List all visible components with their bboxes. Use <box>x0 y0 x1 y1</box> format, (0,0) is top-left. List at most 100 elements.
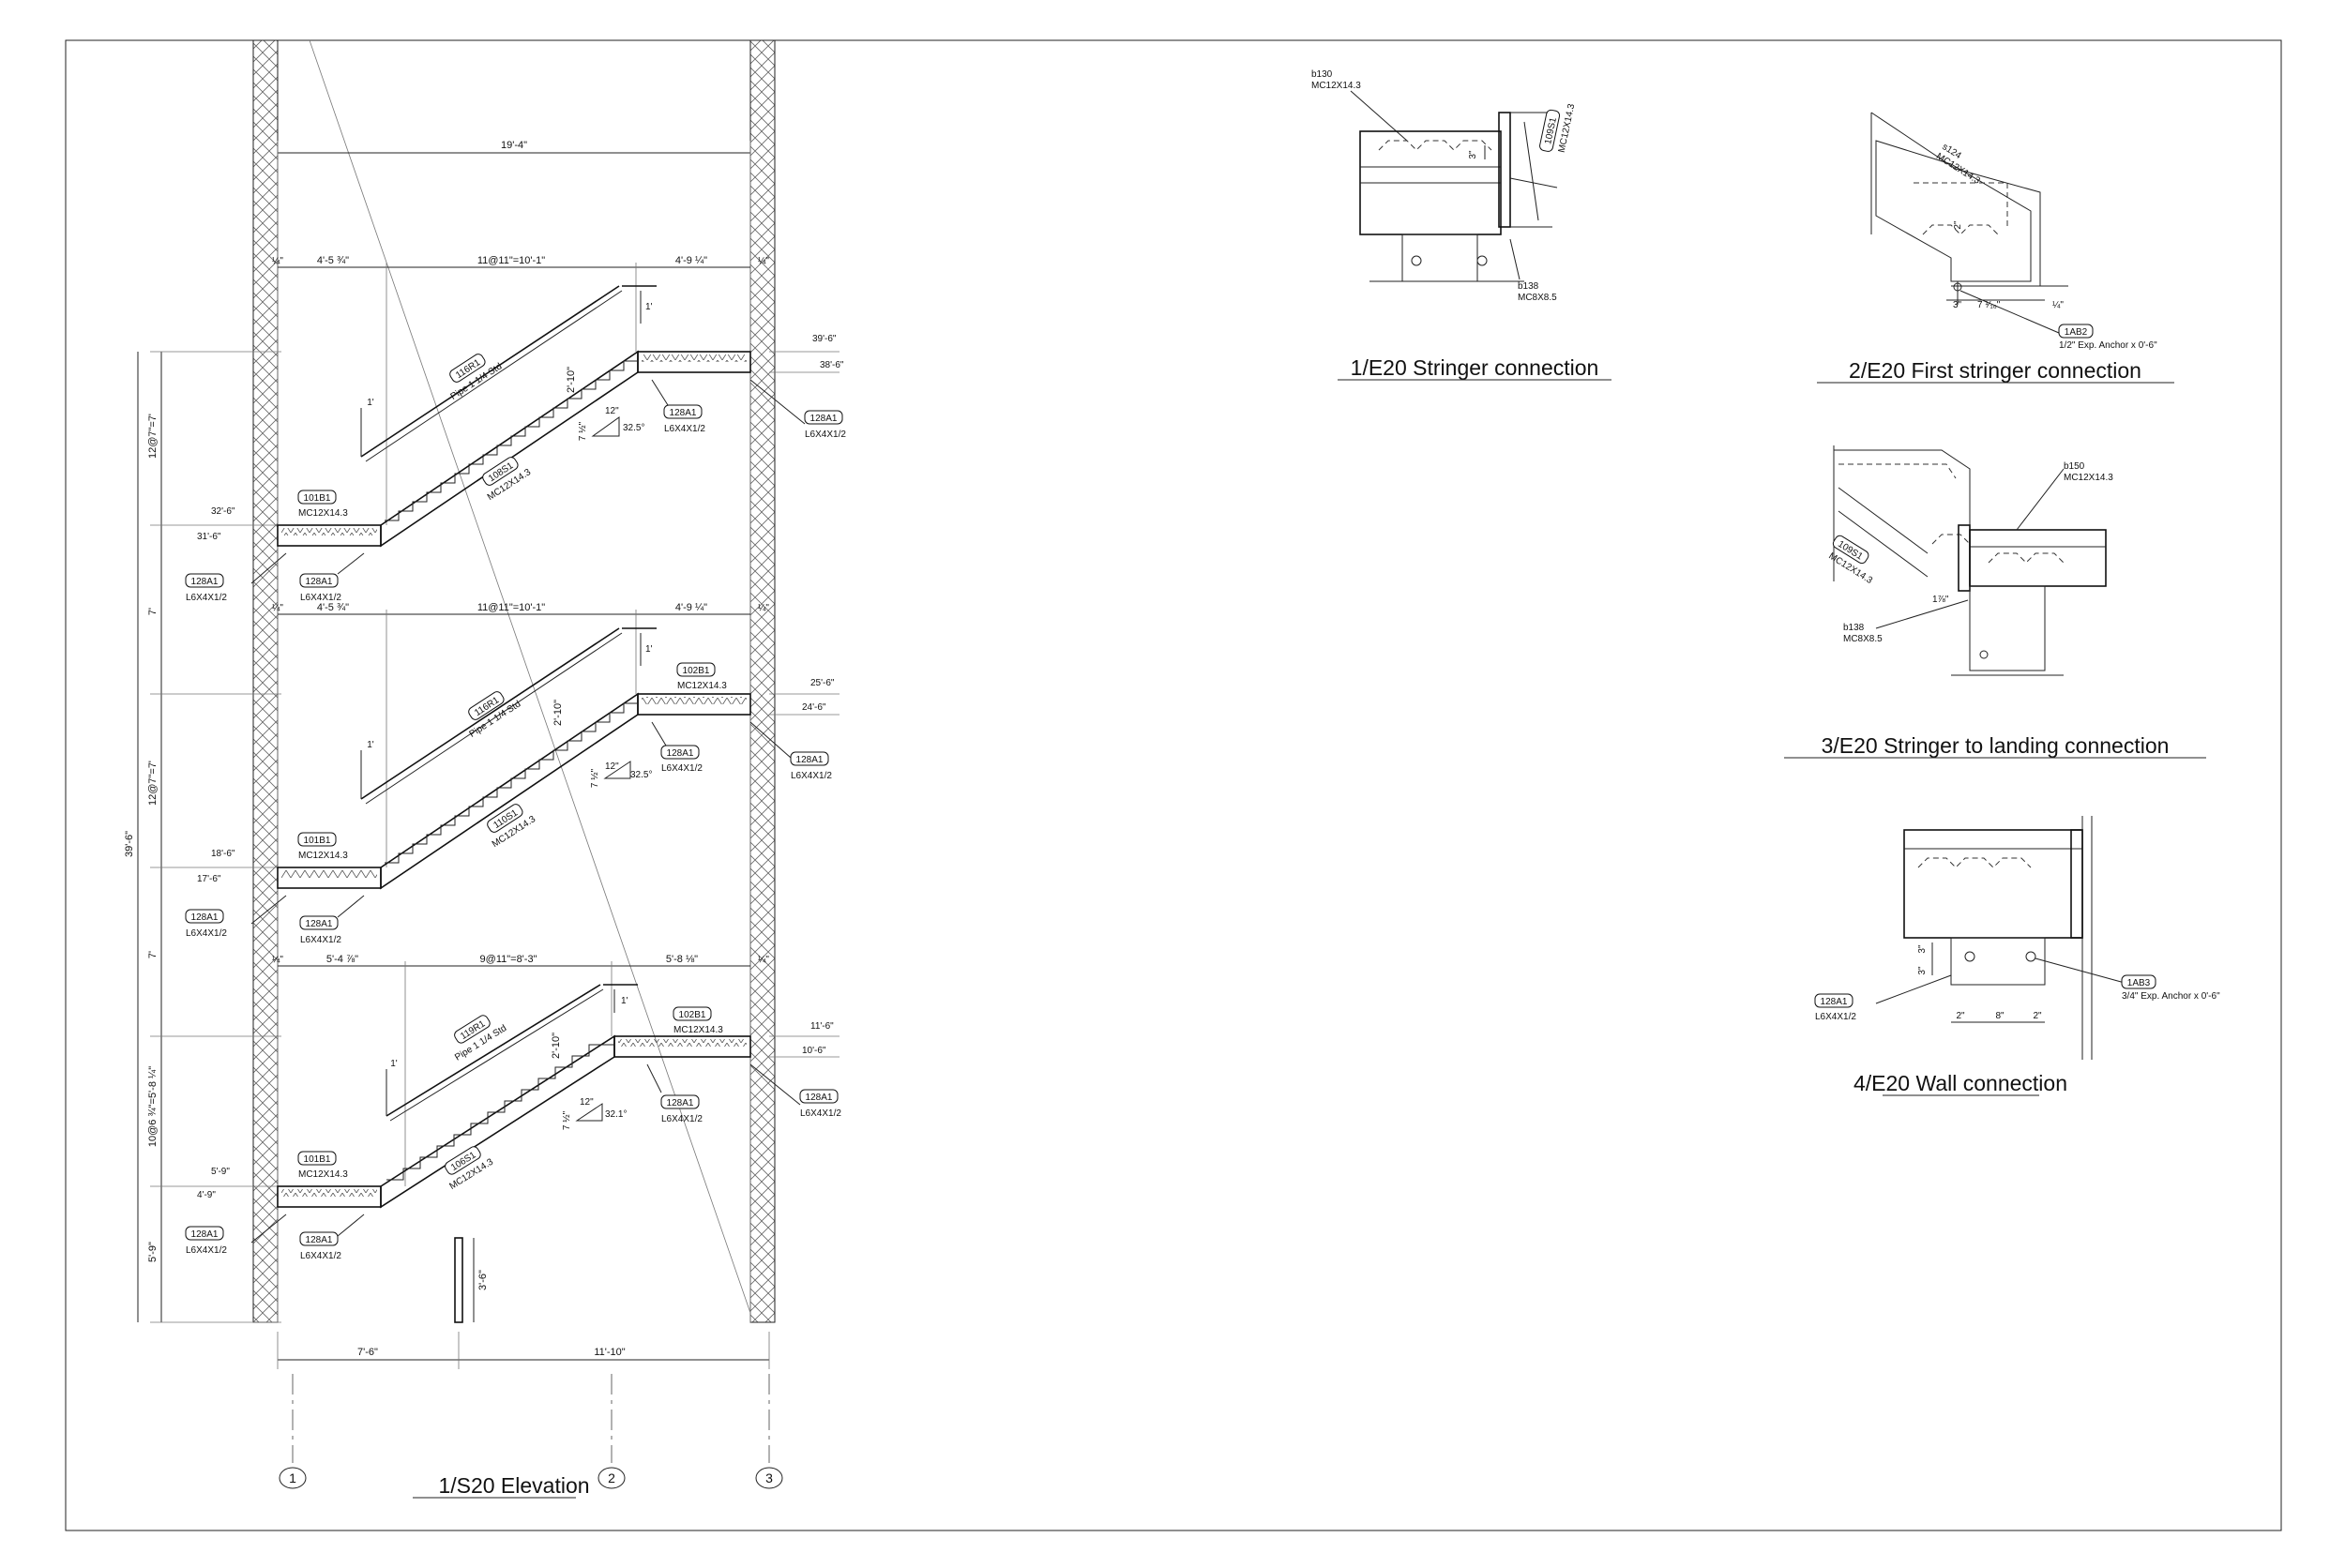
svg-text:MC12X14.3: MC12X14.3 <box>298 508 348 519</box>
svg-text:MC8X8.5: MC8X8.5 <box>1518 293 1557 303</box>
svg-text:128A1: 128A1 <box>306 919 333 929</box>
svg-text:L6X4X1/2: L6X4X1/2 <box>664 424 705 434</box>
svg-text:3/4" Exp. Anchor x 0'-6": 3/4" Exp. Anchor x 0'-6" <box>2122 991 2220 1002</box>
svg-text:1': 1' <box>645 644 653 655</box>
detail4-anchor-tag: 1AB3 <box>2127 978 2151 988</box>
svg-text:L6X4X1/2: L6X4X1/2 <box>800 1108 841 1119</box>
svg-text:L6X4X1/2: L6X4X1/2 <box>805 430 846 440</box>
top-beam-tag-2: 102B1 <box>683 666 710 676</box>
svg-text:¼": ¼" <box>272 255 283 266</box>
svg-text:24'-6": 24'-6" <box>802 702 826 713</box>
detail-stringer-connection: b130 MC12X14.3 3" 109S1 MC12X14.3 b138 M… <box>1311 69 1611 381</box>
svg-text:4'-9 ¼": 4'-9 ¼" <box>675 255 707 266</box>
svg-text:L6X4X1/2: L6X4X1/2 <box>300 1251 341 1261</box>
right-wall <box>749 39 776 1323</box>
svg-text:25'-6": 25'-6" <box>810 678 835 688</box>
detail3-title: 3/E20 Stringer to landing connection <box>1822 733 2170 758</box>
grid-bubble-1 <box>279 1467 307 1489</box>
svg-text:128A1: 128A1 <box>670 408 697 418</box>
svg-text:¼": ¼" <box>272 602 283 613</box>
svg-text:4'-9": 4'-9" <box>197 1190 216 1200</box>
svg-text:18'-6": 18'-6" <box>211 849 235 859</box>
svg-text:1: 1 <box>289 1470 296 1485</box>
svg-text:3": 3" <box>1468 150 1478 159</box>
bottom-dim-left: 7'-6" <box>357 1347 378 1358</box>
svg-text:L6X4X1/2: L6X4X1/2 <box>300 935 341 945</box>
svg-text:MC12X14.3: MC12X14.3 <box>298 1169 348 1180</box>
svg-text:2: 2 <box>608 1470 615 1485</box>
svg-text:128A1: 128A1 <box>191 912 219 923</box>
bottom-dim-right: 11'-10" <box>594 1347 625 1358</box>
svg-text:128A1: 128A1 <box>806 1093 833 1103</box>
svg-text:12@7"=7': 12@7"=7' <box>147 761 159 806</box>
svg-text:12": 12" <box>605 761 619 772</box>
svg-text:7 ½": 7 ½" <box>590 768 600 788</box>
svg-text:128A1: 128A1 <box>667 1098 694 1108</box>
elevation-view: 19'-4" 39'-6" 12@7"=7' 7' 12@7"=7' 7' 10… <box>124 39 846 1499</box>
detail2-title: 2/E20 First stringer connection <box>1849 358 2141 383</box>
svg-text:1': 1' <box>390 1059 398 1069</box>
svg-text:5'-4 ⅞": 5'-4 ⅞" <box>326 954 358 965</box>
svg-text:MC8X8.5: MC8X8.5 <box>1843 634 1883 644</box>
flight-3: ¼" 5'-4 ⅞" 9@11"=8'-3" 5'-8 ⅛" ¼" 1' 1' … <box>185 954 841 1261</box>
svg-text:b130: b130 <box>1311 69 1333 80</box>
svg-text:MC12X14.3: MC12X14.3 <box>2064 473 2113 483</box>
sheet-border <box>65 39 2282 1531</box>
detail1-title: 1/E20 Stringer connection <box>1351 355 1599 380</box>
svg-text:L6X4X1/2: L6X4X1/2 <box>661 763 703 774</box>
grid-bubble-3 <box>755 1467 783 1489</box>
svg-text:5'-9": 5'-9" <box>211 1167 230 1177</box>
bottom-beam-tag-2: 101B1 <box>304 836 331 846</box>
svg-text:3: 3 <box>765 1470 773 1485</box>
svg-text:L6X4X1/2: L6X4X1/2 <box>300 593 341 603</box>
svg-text:5'-9": 5'-9" <box>147 1242 159 1262</box>
svg-text:32.5°: 32.5° <box>630 770 652 780</box>
grid-bubble-2 <box>598 1467 626 1489</box>
flight-1: ¼" 4'-5 ¾" 11@11"=10'-1" 4'-9 ¼" ¼" 1' 1… <box>185 255 846 603</box>
flight-2: ¼" 4'-5 ¾" 11@11"=10'-1" 4'-9 ¼" ¼" 1' 1… <box>185 602 840 945</box>
top-beam-tag-3: 102B1 <box>679 1010 706 1020</box>
svg-text:1': 1' <box>367 740 374 750</box>
svg-text:128A1: 128A1 <box>306 577 333 587</box>
bottom-beam-tag-1: 101B1 <box>304 493 331 504</box>
svg-text:MC12X14.3: MC12X14.3 <box>677 681 727 691</box>
svg-text:L6X4X1/2: L6X4X1/2 <box>1815 1012 1856 1022</box>
svg-text:MC12X14.3: MC12X14.3 <box>298 851 348 861</box>
detail4-title: 4/E20 Wall connection <box>1853 1071 2067 1095</box>
svg-text:9@11"=8'-3": 9@11"=8'-3" <box>480 954 537 965</box>
svg-text:128A1: 128A1 <box>191 577 219 587</box>
svg-text:11@11"=10'-1": 11@11"=10'-1" <box>477 255 545 266</box>
svg-text:10@6 ¾"=5'-8 ¼": 10@6 ¾"=5'-8 ¼" <box>147 1066 159 1147</box>
detail4-angle-tag: 128A1 <box>1821 997 1848 1007</box>
svg-text:38'-6": 38'-6" <box>820 360 844 370</box>
svg-text:128A1: 128A1 <box>810 414 838 424</box>
svg-text:128A1: 128A1 <box>667 748 694 759</box>
svg-text:2'-10": 2'-10" <box>552 700 564 726</box>
svg-text:¼": ¼" <box>758 602 769 613</box>
svg-text:1/2" Exp. Anchor x 0'-6": 1/2" Exp. Anchor x 0'-6" <box>2059 340 2157 351</box>
post <box>454 1237 463 1323</box>
svg-text:32'-6": 32'-6" <box>211 506 235 517</box>
detail-wall-connection: 3" 3" 2" 8" 2" 128A1 L6X4X1/2 1AB3 3/4" … <box>1814 816 2220 1096</box>
svg-text:L6X4X1/2: L6X4X1/2 <box>186 928 227 939</box>
svg-text:b138: b138 <box>1518 281 1539 292</box>
svg-text:12": 12" <box>580 1097 594 1108</box>
svg-text:2": 2" <box>2033 1011 2042 1021</box>
svg-text:7 ½": 7 ½" <box>562 1110 572 1130</box>
svg-text:7': 7' <box>147 951 159 958</box>
detail-first-stringer-connection: 2" 3" 7 ¹⁄₁₆" ¼" s124 MC12X14.3 1AB2 1/2… <box>1817 112 2174 384</box>
vertical-dim-chain: 12@7"=7' 7' 12@7"=7' 7' 10@6 ¾"=5'-8 ¼" … <box>147 414 159 1262</box>
svg-text:¼": ¼" <box>272 954 283 965</box>
svg-text:L6X4X1/2: L6X4X1/2 <box>661 1114 703 1124</box>
svg-text:L6X4X1/2: L6X4X1/2 <box>791 771 832 781</box>
svg-text:1': 1' <box>621 996 628 1006</box>
svg-text:2": 2" <box>1956 1011 1965 1021</box>
elevation-title: 1/S20 Elevation <box>438 1473 589 1498</box>
svg-text:1': 1' <box>645 302 653 312</box>
svg-text:32.5°: 32.5° <box>623 423 644 433</box>
detail2-anchor-tag: 1AB2 <box>2065 327 2088 338</box>
svg-text:11'-6": 11'-6" <box>810 1021 834 1032</box>
svg-text:7 ½": 7 ½" <box>578 421 588 441</box>
